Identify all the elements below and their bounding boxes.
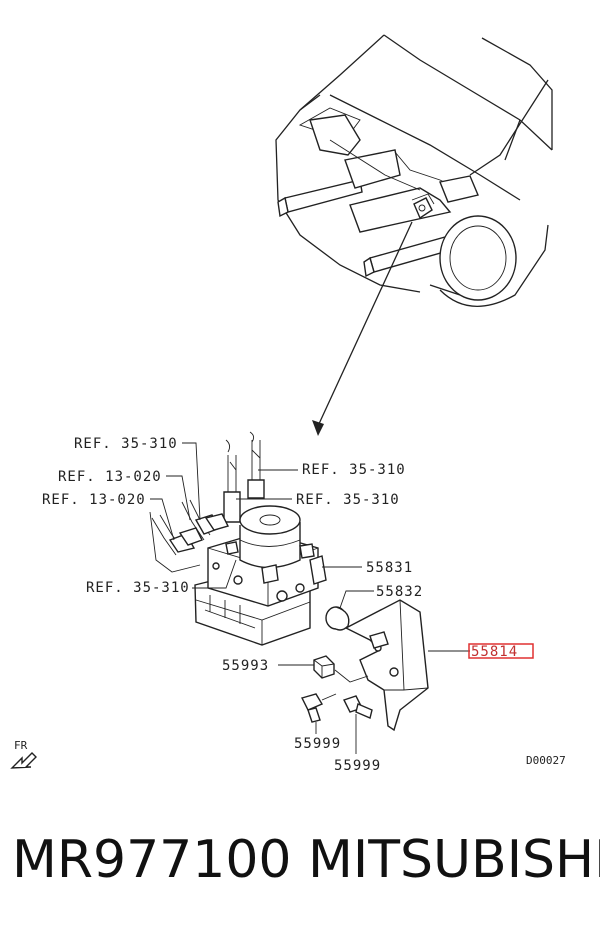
mounting-bracket	[344, 599, 429, 732]
ref-label: REF. 13-020	[58, 469, 162, 485]
ref-label: REF. 35-310	[86, 580, 190, 596]
vehicle-outline	[275, 34, 553, 307]
part-label-55999: 55999	[334, 758, 381, 774]
left-pipes	[149, 499, 230, 573]
part-number: MR977100	[12, 830, 292, 890]
brake-pipes	[223, 431, 265, 523]
leader-lines	[150, 442, 470, 754]
front-label: FR	[14, 739, 28, 752]
ref-label: REF. 35-310	[74, 436, 178, 452]
part-label-55831: 55831	[366, 560, 413, 576]
brand-name: MITSUBISHI	[308, 830, 600, 890]
part-label-55993: 55993	[222, 658, 269, 674]
grommet-55832	[325, 606, 350, 631]
exploded-parts-diagram: REF. 35-310 REF. 35-310 REF. 13-020 REF.…	[10, 34, 566, 774]
part-label-55832: 55832	[376, 584, 423, 600]
ref-label: REF. 35-310	[302, 462, 406, 478]
ref-label: REF. 35-310	[296, 492, 400, 508]
highlight-box	[468, 643, 534, 659]
bolt-55999-a	[300, 693, 337, 723]
bolt-55999-b	[343, 695, 373, 719]
ref-label: REF. 13-020	[42, 492, 146, 508]
diagram-code: D00027	[526, 754, 566, 767]
abs-hydraulic-unit	[194, 505, 327, 646]
front-direction-icon	[10, 752, 37, 769]
location-arrow	[312, 221, 413, 436]
part-label-55814: 55814	[471, 644, 518, 660]
nut-55993	[313, 655, 369, 683]
part-label-55999: 55999	[294, 736, 341, 752]
caption: MR977100 MITSUBISHI	[0, 830, 600, 910]
